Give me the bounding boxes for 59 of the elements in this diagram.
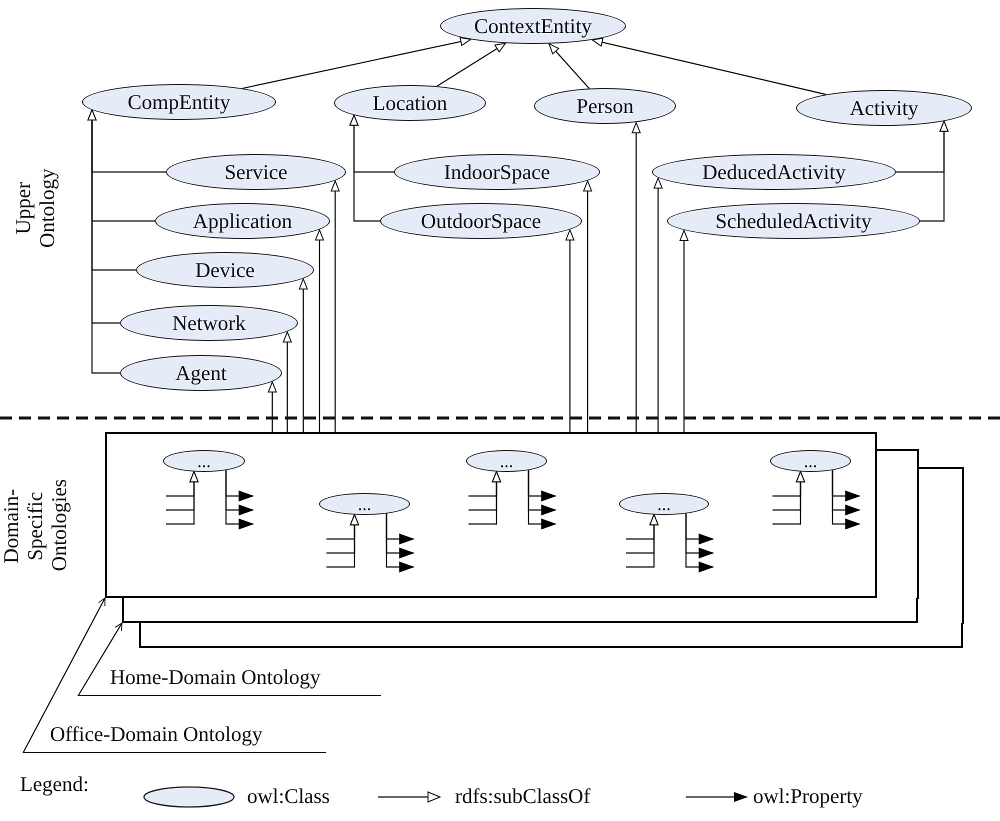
ontology-frame [139,623,963,648]
arrow [626,514,658,568]
class-ellipse: Application [155,203,330,239]
arrow [772,471,805,525]
class-ellipse: Location [334,85,486,121]
class-ellipse: CompEntity [82,84,276,120]
legend-title: Legend: [20,772,90,796]
arrow [298,278,308,432]
arrow [528,470,557,530]
arrow [242,37,472,89]
class-ellipse: ... [466,450,547,472]
class-ellipse: IndoorSpace [394,154,600,190]
section-label: Domain-Specific Ontologies [0,481,72,572]
class-ellipse: DeducedActivity [652,154,896,190]
arrow [468,471,501,525]
arrow [548,43,590,89]
class-ellipse: Device [136,252,314,288]
arrow [632,122,641,432]
arrow [592,38,826,96]
arrow [268,382,277,432]
leader-line [22,598,106,754]
arrow [166,471,198,525]
legend-label: rdfs:subClassOf [455,784,590,808]
arrow [386,514,415,572]
class-ellipse: Activity [796,90,972,126]
arrow [685,514,714,572]
class-ellipse: ... [619,493,709,515]
arrow [680,230,688,432]
leader-line [77,622,123,696]
arrow [436,42,506,87]
arrow [326,514,359,568]
class-ellipse: Network [120,305,298,341]
class-ellipse: ... [770,450,851,472]
arrow [350,114,380,222]
callout-label: Home-Domain Ontology [78,660,381,696]
ontology-frame [122,598,918,623]
class-ellipse: Agent [120,355,282,391]
arrow [565,230,574,432]
legend-label: owl:Property [753,784,863,808]
arrow [583,180,592,432]
ontology-frame [105,432,877,598]
legend-label: owl:Class [247,784,330,808]
class-ellipse: Person [534,88,676,124]
callout-label: Office-Domain Ontology [23,717,326,753]
arrow [832,470,861,530]
section-label: Upper Ontology [10,167,60,250]
class-ellipse: ... [319,493,410,515]
class-ellipse: ... [163,450,245,472]
class-ellipse: Service [166,154,346,190]
arrow [920,120,948,222]
class-ellipse: ContextEntity [440,8,626,44]
class-ellipse: OutdoorSpace [380,203,582,239]
arrow [225,470,254,530]
arrow [88,110,120,374]
arrow [330,180,340,432]
arrow [282,332,292,432]
arrow [315,230,324,432]
class-ellipse: ScheduledActivity [667,203,920,239]
arrow [654,178,663,432]
